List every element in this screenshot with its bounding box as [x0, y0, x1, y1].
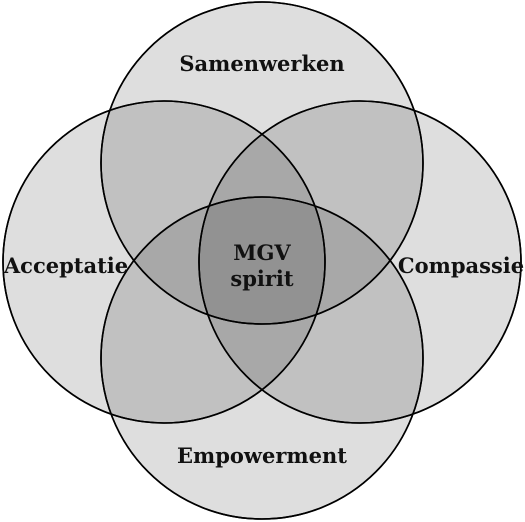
- outline-samenwerken: [100, 1, 424, 325]
- center-label-line1: MGV: [233, 240, 291, 265]
- outline-compassie: [198, 100, 522, 424]
- label-samenwerken: Samenwerken: [179, 51, 344, 76]
- outline-empowerment: [100, 196, 424, 520]
- outline-acceptatie: [2, 100, 326, 424]
- center-label-line2: spirit: [230, 266, 294, 291]
- label-compassie: Compassie: [398, 253, 524, 278]
- label-acceptatie: Acceptatie: [3, 253, 128, 278]
- label-empowerment: Empowerment: [177, 443, 347, 468]
